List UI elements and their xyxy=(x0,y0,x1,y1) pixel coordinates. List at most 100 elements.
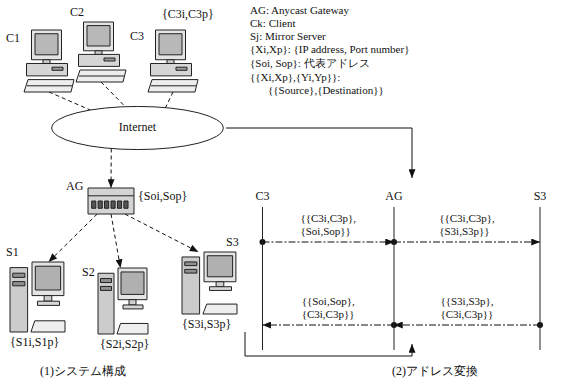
message-arrow xyxy=(394,325,540,326)
address-label: {S1i,S1p} xyxy=(10,336,59,350)
lifeline-svg xyxy=(252,207,273,350)
key-text: {{Xi,Xp},{Yi,Yp}}: xyxy=(250,71,340,84)
screen xyxy=(207,256,232,277)
tower-case xyxy=(10,268,28,332)
monitor-stand xyxy=(95,51,102,55)
key-text: {{Source},{Destination}} xyxy=(268,84,384,97)
message-label: {{C3i,C3p}, {Soi,Sop}} xyxy=(299,212,357,238)
network-link xyxy=(49,92,90,110)
gateway-port xyxy=(92,201,96,208)
screen xyxy=(35,266,60,290)
key-text: Ck: Client xyxy=(250,17,296,30)
server-icon xyxy=(10,262,65,332)
node-name: C3 xyxy=(255,190,269,204)
keyboard xyxy=(31,321,65,332)
pointer-line xyxy=(245,332,412,356)
message-label: {{C3i,C3p}, {S3i,S3p}} xyxy=(438,212,496,238)
gateway-port xyxy=(111,201,115,208)
monitor-stand xyxy=(216,282,224,287)
node-name: S2 xyxy=(82,266,95,280)
node-name: AG xyxy=(66,180,83,194)
client-computer: C3{C3i,C3p} xyxy=(148,30,198,92)
server-icon xyxy=(98,268,148,334)
pc-icon xyxy=(148,30,198,92)
message-arrow xyxy=(263,325,395,326)
internet-outline xyxy=(52,106,224,149)
key-text: Sj: Mirror Server xyxy=(250,30,326,43)
anycast-gateway: AG{Soi,Sop} xyxy=(88,188,134,214)
lifeline-svg xyxy=(382,207,406,350)
gateway-port xyxy=(117,201,121,208)
monitor xyxy=(118,268,147,300)
screen xyxy=(121,272,144,294)
node-name: S1 xyxy=(6,246,19,260)
drive-slot xyxy=(185,269,197,273)
pointer-line xyxy=(226,128,412,178)
network-link xyxy=(111,214,121,268)
drive-slot xyxy=(13,282,25,286)
drive-slot xyxy=(104,58,115,61)
network-link xyxy=(101,82,125,107)
network-link xyxy=(125,214,199,252)
mirror-server: S3{S3i,S3p} xyxy=(182,252,237,314)
message-label: {{Soi,Sop}, {C3i,C3p}} xyxy=(301,295,356,321)
computer-case xyxy=(79,54,120,66)
keyboard xyxy=(76,70,126,82)
message-arrow xyxy=(263,242,395,243)
client-computer: C1 xyxy=(24,30,74,92)
lifeline-line xyxy=(540,207,541,350)
node-name: S3 xyxy=(226,236,239,250)
monitor-base xyxy=(210,287,232,291)
screen xyxy=(159,34,182,55)
node-name: AG xyxy=(385,190,402,204)
mirror-server: S2{S2i,S2p} xyxy=(98,268,148,334)
network-link xyxy=(49,214,98,262)
monitor xyxy=(156,30,186,60)
drive-slot xyxy=(52,67,63,70)
gateway-edge xyxy=(88,195,134,196)
gateway-box xyxy=(88,188,134,214)
client-computer: C2 xyxy=(76,22,126,82)
ag-icon xyxy=(88,188,134,214)
lifeline: AG xyxy=(382,190,406,350)
lifeline: C3 xyxy=(252,190,273,350)
monitor-stand xyxy=(43,60,50,64)
lifeline-svg xyxy=(530,207,550,350)
tower-case xyxy=(98,273,114,334)
figure-caption: (2)アドレス変換 xyxy=(392,365,478,379)
keyboard xyxy=(24,80,74,92)
monitor xyxy=(32,30,62,60)
node-name: C3 xyxy=(130,30,144,44)
keyboard-row xyxy=(151,85,196,86)
lifeline-line xyxy=(262,207,263,350)
monitor xyxy=(204,252,236,282)
network-link xyxy=(111,149,112,188)
monitor-stand xyxy=(44,296,52,302)
screen xyxy=(87,26,110,46)
pc-icon xyxy=(24,30,74,92)
computer-case xyxy=(27,63,68,75)
drive-slot xyxy=(176,67,187,70)
key-text: {Soi, Sop}: 代表アドレス xyxy=(250,57,370,70)
key-text: AG: Anycast Gateway xyxy=(250,4,349,17)
monitor-base xyxy=(123,305,143,309)
screen xyxy=(35,34,58,55)
node-name: C1 xyxy=(6,32,20,46)
monitor xyxy=(32,262,64,296)
address-label: {C3i,C3p} xyxy=(162,8,214,22)
drive-slot xyxy=(101,279,112,283)
address-label: {S3i,S3p} xyxy=(182,318,231,332)
monitor-base xyxy=(38,301,60,305)
keyboard xyxy=(203,304,237,314)
keyboard-row xyxy=(27,85,72,86)
drive-slot xyxy=(101,286,112,290)
gateway-port xyxy=(105,201,109,208)
computer-case xyxy=(151,63,192,75)
internet-cloud: Internet xyxy=(50,106,225,150)
message-label: {{S3i,S3p}, {C3i,C3p}} xyxy=(439,295,494,321)
lifeline: S3 xyxy=(530,190,550,350)
mirror-server: S1{S1i,S1p} xyxy=(10,262,65,332)
monitor-stand xyxy=(129,300,136,305)
drive-slot xyxy=(185,262,197,266)
